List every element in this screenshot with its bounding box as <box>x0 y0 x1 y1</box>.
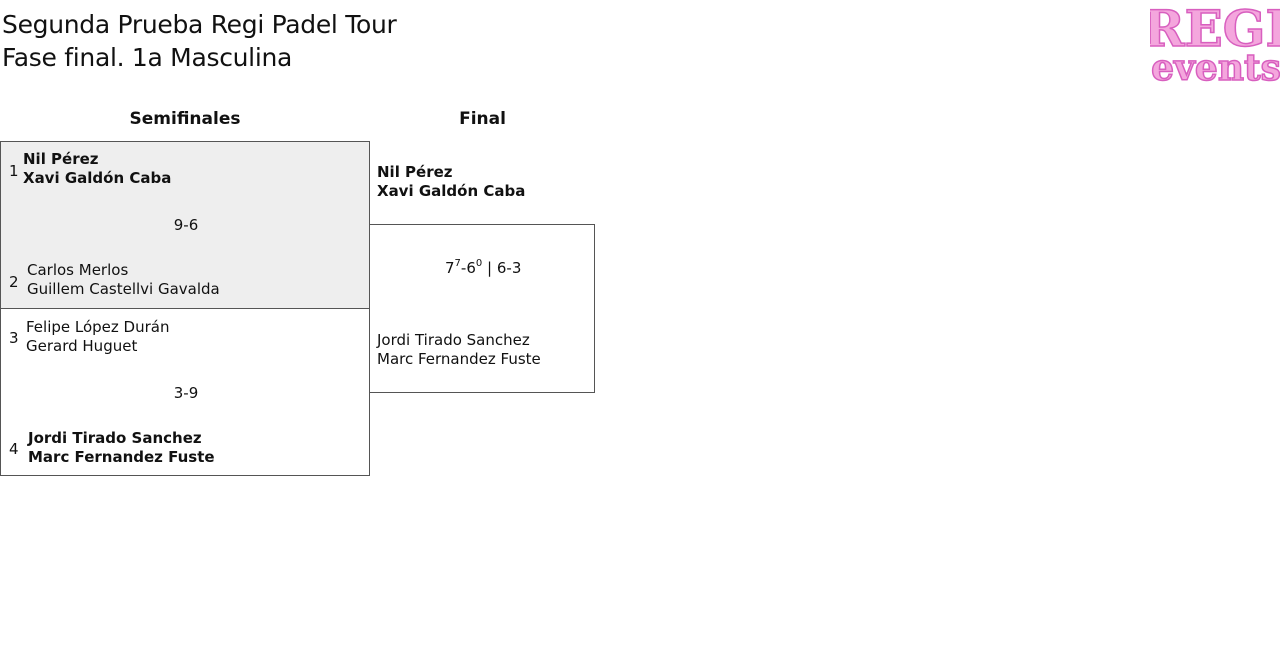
seed-number: 3 <box>9 329 19 347</box>
title-line-2: Fase final. 1a Masculina <box>2 43 293 72</box>
team-pair-winner: Nil Pérez Xavi Galdón Caba <box>23 150 171 188</box>
final-match[interactable] <box>369 224 595 393</box>
page-title: Segunda Prueba Regi Padel Tour Fase fina… <box>2 8 397 74</box>
player-name: Jordi Tirado Sanchez <box>377 331 530 349</box>
logo-line-2: events <box>1151 47 1280 84</box>
regi-events-logo: REGI events <box>1150 0 1280 84</box>
final-team: Jordi Tirado Sanchez Marc Fernandez Fust… <box>377 331 541 369</box>
team-pair: Felipe López Durán Gerard Huguet <box>26 318 169 356</box>
player-name: Guillem Castellvi Gavalda <box>27 280 220 298</box>
player-name: Jordi Tirado Sanchez <box>28 429 202 447</box>
player-name: Xavi Galdón Caba <box>23 169 172 187</box>
player-name: Marc Fernandez Fuste <box>377 350 541 368</box>
team-pair: Carlos Merlos Guillem Castellvi Gavalda <box>27 261 220 299</box>
player-name: Marc Fernandez Fuste <box>28 448 215 466</box>
player-name: Felipe López Durán <box>26 318 170 336</box>
player-name: Nil Pérez <box>377 163 453 181</box>
set1-games-a: 7 <box>445 259 455 277</box>
player-name: Xavi Galdón Caba <box>377 182 526 200</box>
column-header-semifinals: Semifinales <box>129 109 241 129</box>
set1-tiebreak-a: 7 <box>454 258 461 269</box>
set1-games-b: 6 <box>466 259 476 277</box>
final-team-winner: Nil Pérez Xavi Galdón Caba <box>377 163 525 201</box>
final-score: 77-60 | 6-3 <box>445 258 522 277</box>
set2-score: 6-3 <box>496 259 522 277</box>
semifinal-match-2[interactable]: 3 Felipe López Durán Gerard Huguet 3-9 4… <box>0 308 370 476</box>
team-pair-winner: Jordi Tirado Sanchez Marc Fernandez Fust… <box>28 429 215 467</box>
match-score: 3-9 <box>173 384 199 402</box>
match-score: 9-6 <box>173 216 199 234</box>
column-header-final: Final <box>459 109 506 129</box>
logo-line-1: REGI <box>1150 0 1280 58</box>
player-name: Gerard Huguet <box>26 337 138 355</box>
set1-tiebreak-b: 0 <box>475 258 483 269</box>
player-name: Carlos Merlos <box>27 261 129 279</box>
title-line-1: Segunda Prueba Regi Padel Tour <box>2 10 397 39</box>
seed-number: 2 <box>9 273 19 291</box>
semifinal-match-1[interactable]: 1 Nil Pérez Xavi Galdón Caba 9-6 2 Carlo… <box>0 141 370 309</box>
player-name: Nil Pérez <box>23 150 99 168</box>
seed-number: 1 <box>9 162 19 180</box>
seed-number: 4 <box>9 440 19 458</box>
